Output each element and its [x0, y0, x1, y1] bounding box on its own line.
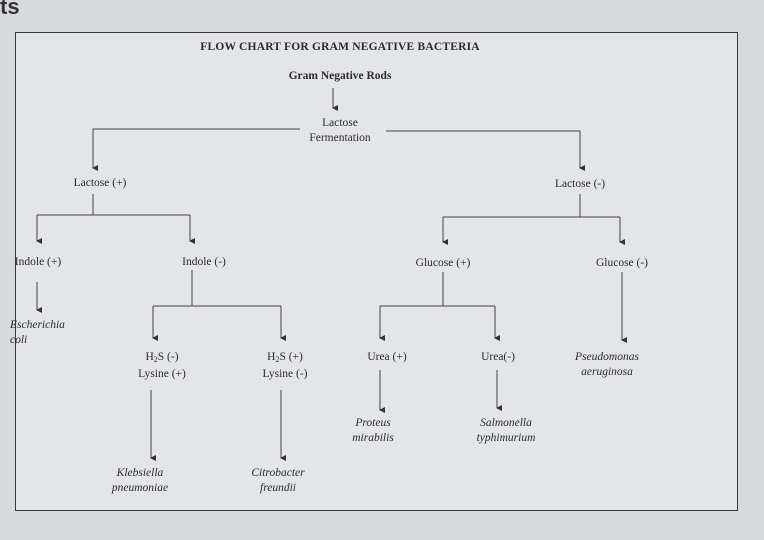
node-lactose-pos: Lactose (+) — [73, 177, 127, 189]
page-corner-fragment: ts — [0, 0, 20, 19]
node-citrobacter-freundii: Citrobacter freundii — [251, 466, 304, 496]
node-h2s-pos-lysine-neg: H2S (+) Lysine (-) — [262, 350, 307, 382]
node-h2s-pos-line2: Lysine (-) — [262, 368, 308, 380]
h2s-neg-h: H — [145, 351, 154, 363]
node-proteus-line1: Proteus — [355, 417, 391, 429]
node-lactose-fermentation: Lactose Fermentation — [309, 116, 370, 146]
node-escherichia-line2: coli — [10, 334, 28, 346]
h2s-neg-s: S (-) — [157, 351, 179, 363]
node-salmonella-line1: Salmonella — [480, 417, 532, 429]
node-pseudomonas-aeruginosa: Pseudomonas aeruginosa — [575, 350, 639, 380]
arrow-to-lactose-pos — [92, 128, 300, 171]
h2s-neg-sub: 2 — [153, 355, 158, 364]
node-h2s-neg-line1: H2S (-) — [138, 350, 186, 367]
node-salmonella-typhimurium: Salmonella typhimurium — [477, 416, 536, 446]
node-klebsiella-pneumoniae: Klebsiella pneumoniae — [112, 466, 168, 496]
node-gram-negative-rods: Gram Negative Rods — [288, 70, 392, 82]
node-pseudomonas-line1: Pseudomonas — [575, 351, 639, 363]
node-salmonella-line2: typhimurium — [476, 432, 536, 444]
h2s-pos-sub: 2 — [275, 355, 280, 364]
node-lactose-fermentation-line1: Lactose — [322, 117, 358, 129]
node-glucose-pos: Glucose (+) — [415, 257, 471, 269]
node-lactose-fermentation-line2: Fermentation — [309, 132, 371, 144]
flowchart-frame — [15, 32, 738, 511]
node-indole-pos: Indole (+) — [14, 256, 62, 268]
node-h2s-neg-lysine-pos: H2S (-) Lysine (+) — [138, 350, 186, 382]
node-h2s-pos-line1: H2S (+) — [262, 350, 307, 367]
node-urea-pos: Urea (+) — [367, 351, 407, 363]
node-klebsiella-line1: Klebsiella — [116, 467, 164, 479]
node-h2s-neg-line2: Lysine (+) — [138, 368, 186, 380]
node-escherichia-line1: Escherichia — [10, 319, 65, 331]
node-citrobacter-line1: Citrobacter — [251, 467, 305, 479]
h2s-pos-h: H — [267, 351, 276, 363]
node-urea-neg: Urea(-) — [481, 351, 515, 363]
node-proteus-mirabilis: Proteus mirabilis — [352, 416, 394, 446]
node-proteus-line2: mirabilis — [352, 432, 394, 444]
arrow-to-lactose-neg — [386, 130, 585, 171]
node-indole-neg: Indole (-) — [182, 256, 226, 268]
node-pseudomonas-line2: aeruginosa — [581, 366, 633, 378]
h2s-pos-s: S (+) — [279, 351, 303, 363]
node-escherichia-coli: Escherichia coli — [10, 318, 65, 348]
node-glucose-neg: Glucose (-) — [595, 257, 649, 269]
node-citrobacter-line2: freundii — [260, 482, 296, 494]
node-klebsiella-line2: pneumoniae — [111, 482, 169, 494]
node-lactose-neg: Lactose (-) — [554, 178, 606, 190]
chart-title: FLOW CHART FOR GRAM NEGATIVE BACTERIA — [200, 41, 480, 53]
